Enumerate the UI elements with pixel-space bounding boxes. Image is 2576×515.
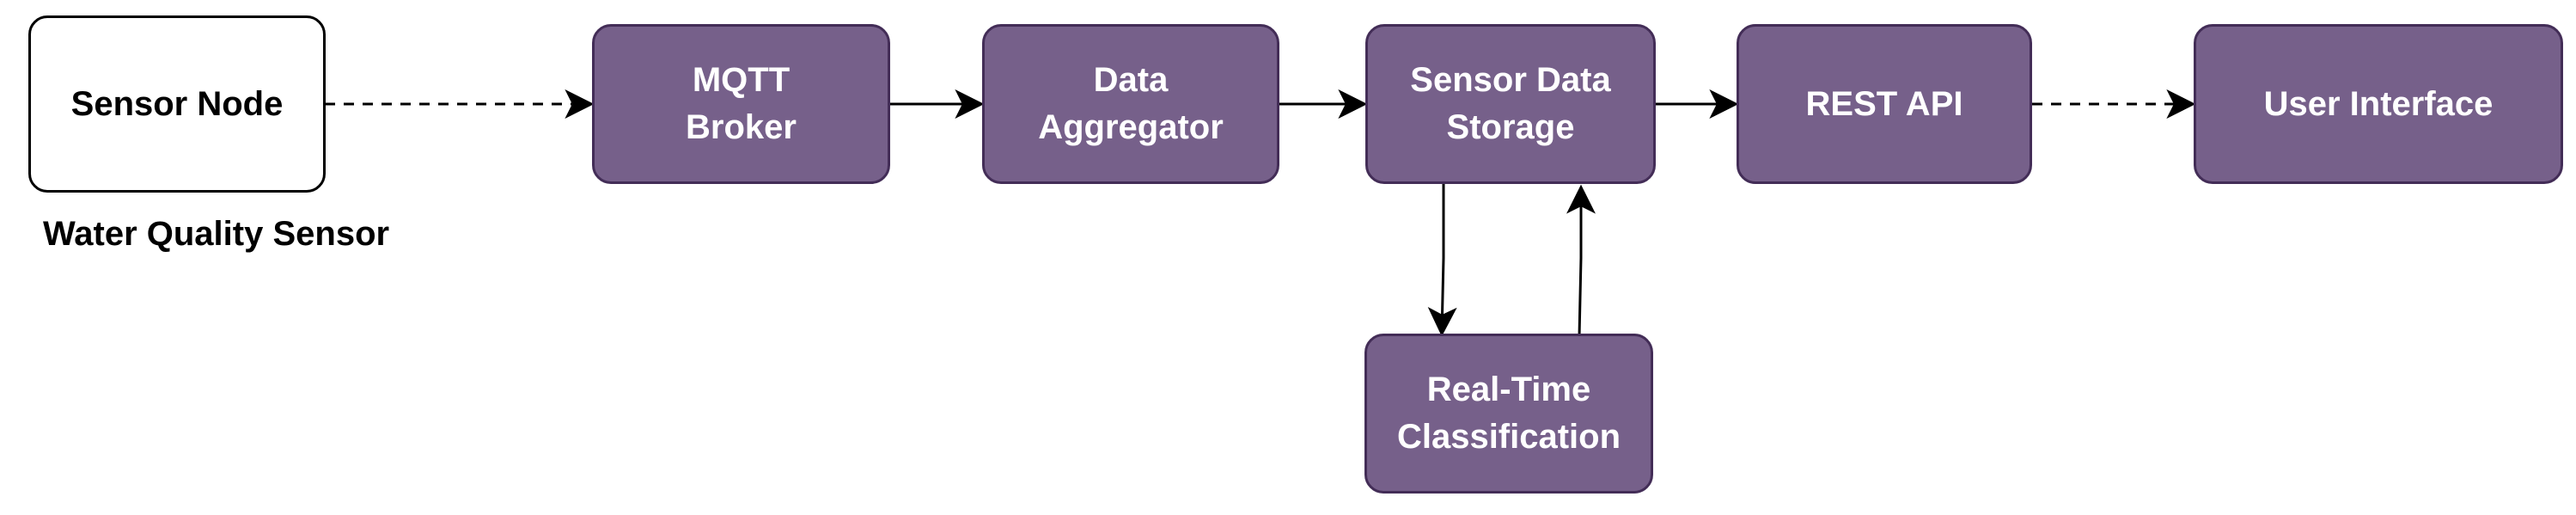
node-mqtt-broker-label: MQTT Broker: [686, 61, 797, 146]
node-data-aggregator-label: Data Aggregator: [1038, 61, 1224, 146]
node-sensor-node-label: Sensor Node: [70, 84, 284, 123]
node-sensor-data-storage-label: Sensor Data Storage: [1410, 61, 1611, 146]
node-realtime-classification-label: Real-Time Classification: [1396, 371, 1621, 456]
node-sensor-data-storage: Sensor Data Storage: [1365, 24, 1656, 184]
node-sensor-node: Sensor Node: [28, 15, 326, 193]
node-data-aggregator: Data Aggregator: [982, 24, 1279, 184]
node-rest-api: REST API: [1737, 24, 2032, 184]
node-user-interface: User Interface: [2194, 24, 2563, 184]
sensor-caption: Water Quality Sensor: [43, 215, 390, 253]
node-mqtt-broker: MQTT Broker: [592, 24, 890, 184]
node-user-interface-label: User Interface: [2263, 84, 2494, 123]
node-rest-api-label: REST API: [1805, 84, 1963, 123]
edge-classification-to-storage: [1566, 184, 1596, 338]
edge-storage-to-classification: [1427, 184, 1457, 337]
node-realtime-classification: Real-Time Classification: [1364, 334, 1653, 494]
